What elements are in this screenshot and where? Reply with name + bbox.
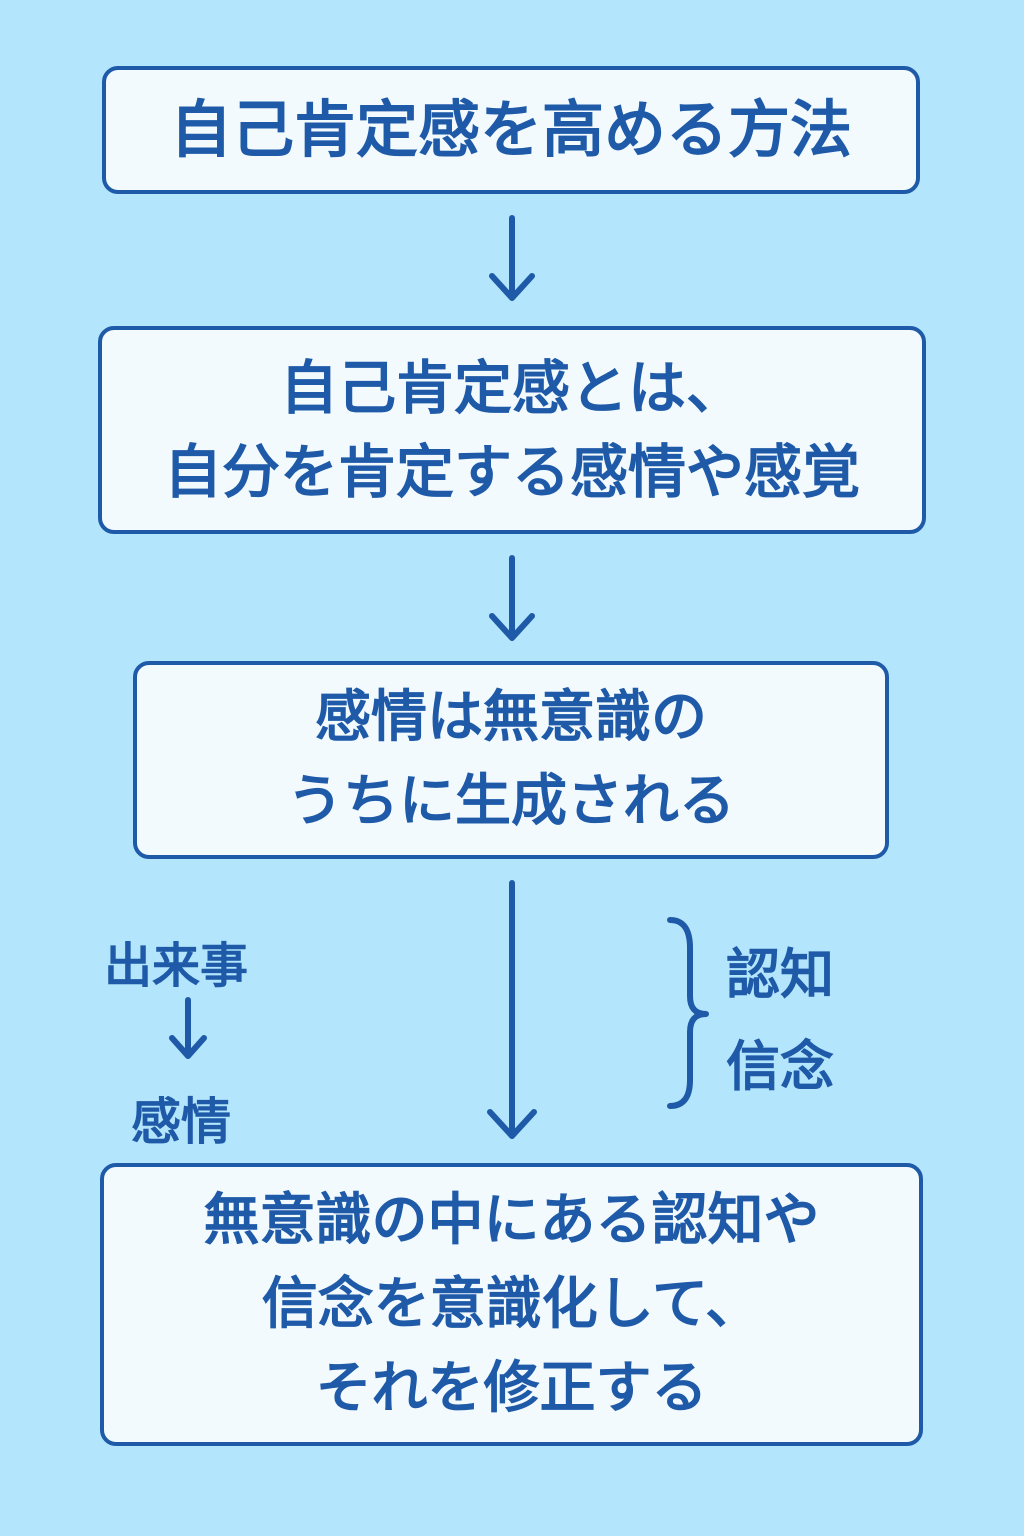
step-text-line: 無意識の中にある認知や xyxy=(203,1187,820,1253)
step-box-title: 自己肯定感を高める方法 xyxy=(102,66,920,194)
step-box-method: 無意識の中にある認知や 信念を意識化して、 それを修正する xyxy=(100,1163,923,1446)
curly-brace xyxy=(667,917,709,1109)
side-label-belief: 信念 xyxy=(726,1035,834,1098)
step-text-line: 自分を肯定する感情や感覚 xyxy=(163,438,860,506)
arrow-down-1 xyxy=(489,215,535,301)
step-text-line: 自己肯定感とは、 xyxy=(279,353,744,422)
side-label-event: 出来事 xyxy=(104,938,249,994)
side-label-emotion: 感情 xyxy=(131,1093,231,1151)
arrow-down-2 xyxy=(489,555,535,641)
step-text-line: 信念を意識化して、 xyxy=(261,1271,762,1337)
step-box-definition: 自己肯定感とは、 自分を肯定する感情や感覚 xyxy=(98,326,926,534)
step-box-emotion: 感情は無意識の うちに生成される xyxy=(133,661,889,859)
step-text-line: うちに生成される xyxy=(287,769,735,834)
arrow-down-long xyxy=(487,880,537,1139)
step-text-line: 感情は無意識の xyxy=(315,685,707,750)
step-text-line: それを修正する xyxy=(315,1355,708,1421)
side-label-cognition: 認知 xyxy=(726,943,834,1006)
step-title-text: 自己肯定感を高める方法 xyxy=(169,92,852,166)
arrow-down-small xyxy=(169,997,207,1059)
